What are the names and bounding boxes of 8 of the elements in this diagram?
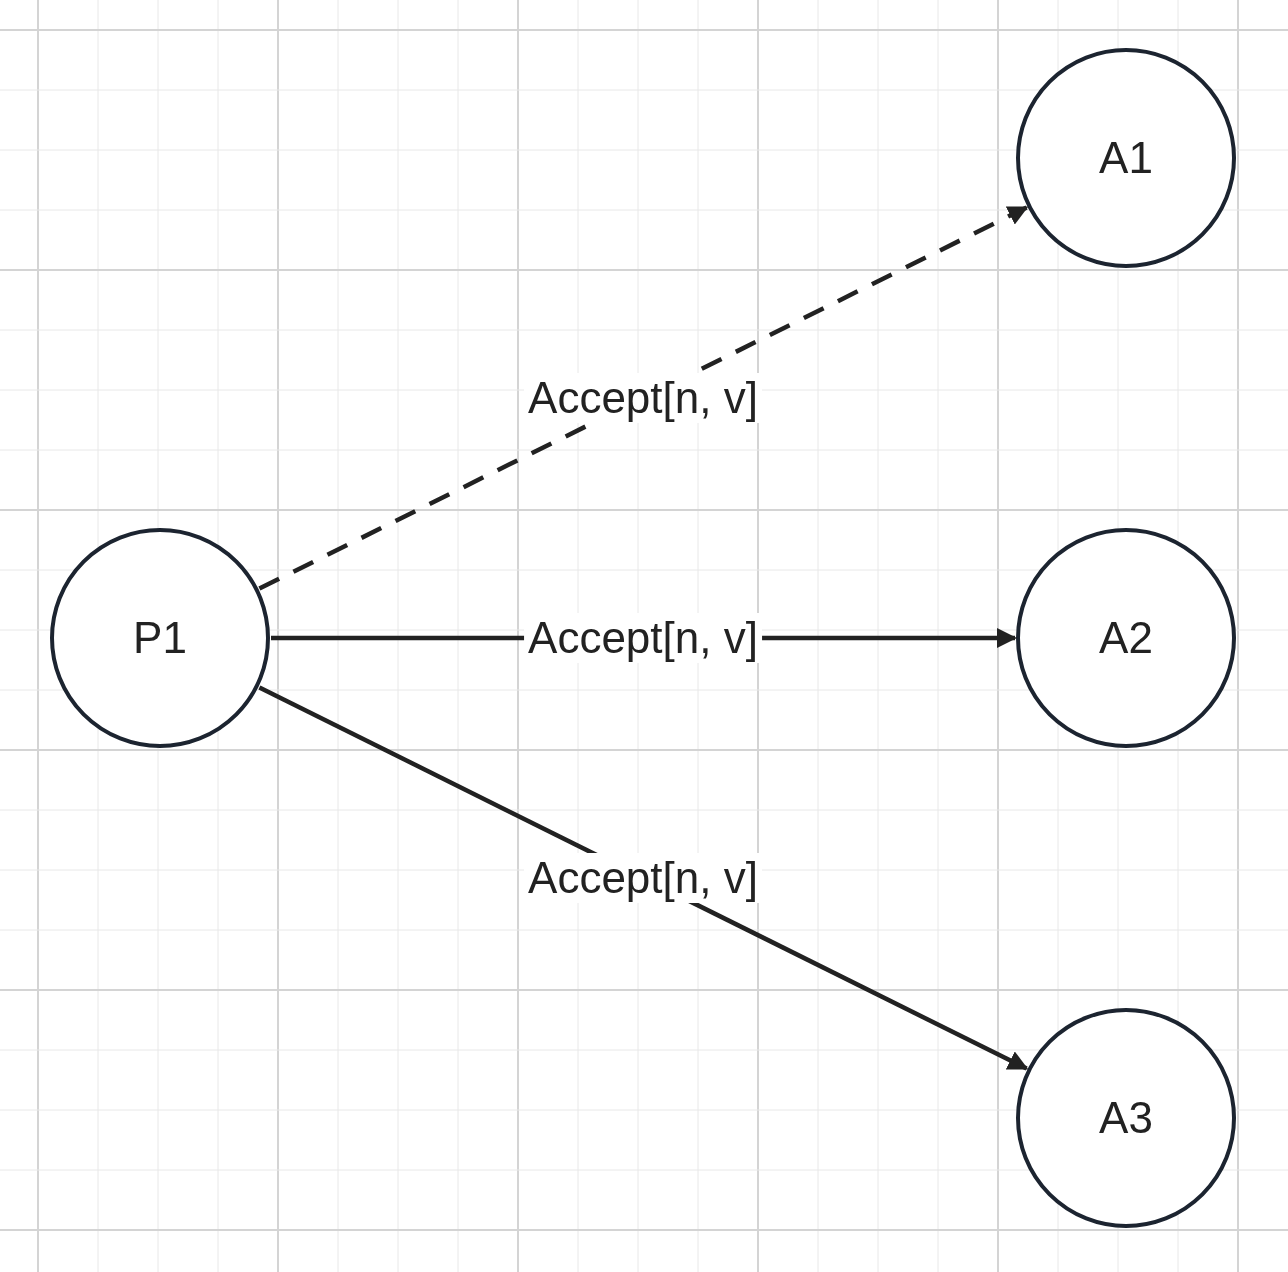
node-label: A3 [1099,1093,1153,1143]
node-label: A1 [1099,133,1153,183]
edge-label: Accept[n, v] [524,613,762,663]
arrow [258,685,1029,1071]
edge-label: Accept[n, v] [524,853,762,903]
node-label: A2 [1099,613,1153,663]
edge-label: Accept[n, v] [524,373,762,423]
node-label: P1 [133,613,187,663]
